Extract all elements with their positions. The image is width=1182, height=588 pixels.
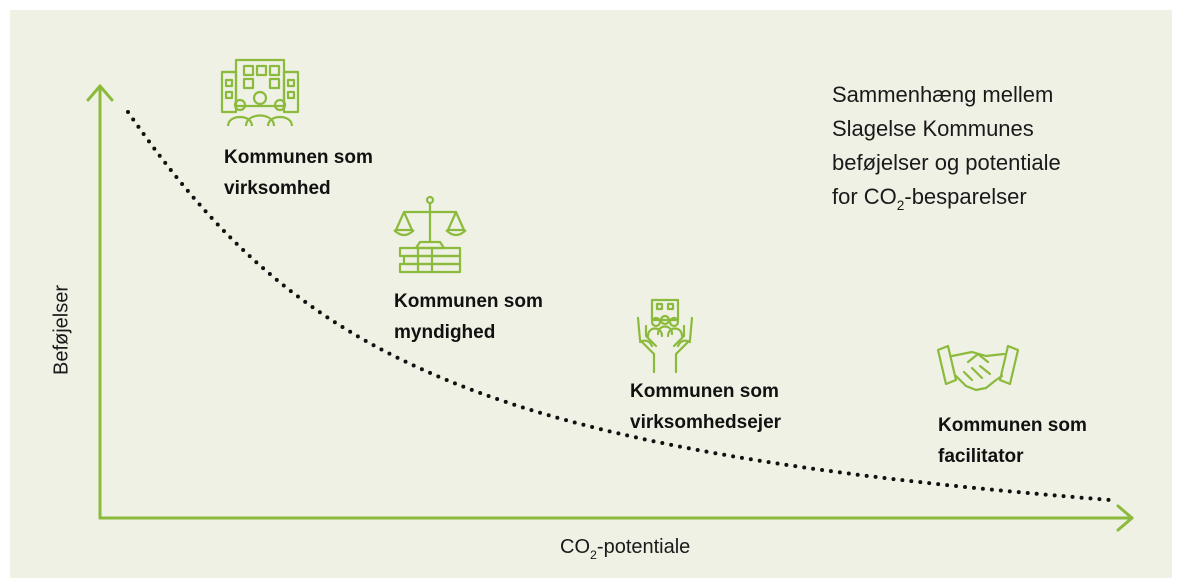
municipal-building-people-icon [220, 58, 300, 127]
scales-of-justice-books-icon [393, 195, 467, 274]
x-axis-label: CO2-potentiale [560, 536, 691, 562]
role-label-virksomhed: Kommunen som virksomhed [224, 147, 373, 199]
diagram-title: Sammenhæng mellem Slagelse Kommunes befø… [832, 78, 1061, 217]
role-label-facilitator: Kommunen som facilitator [938, 415, 1087, 467]
diagram-panel [10, 10, 1172, 578]
diagram-title-last-line: for CO2-besparelser [832, 184, 1027, 214]
y-axis-arrow-icon [86, 84, 114, 102]
hands-holding-people-icon [636, 298, 694, 374]
role-label-virksomhedsejer: Kommunen som virksomhedsejer [630, 381, 782, 433]
role-label-myndighed: Kommunen som myndighed [394, 291, 543, 343]
y-axis-label: Beføjelser [50, 284, 73, 376]
decay-curve [126, 110, 1112, 502]
handshake-icon [936, 344, 1020, 392]
x-axis-arrow-icon [1116, 504, 1134, 532]
